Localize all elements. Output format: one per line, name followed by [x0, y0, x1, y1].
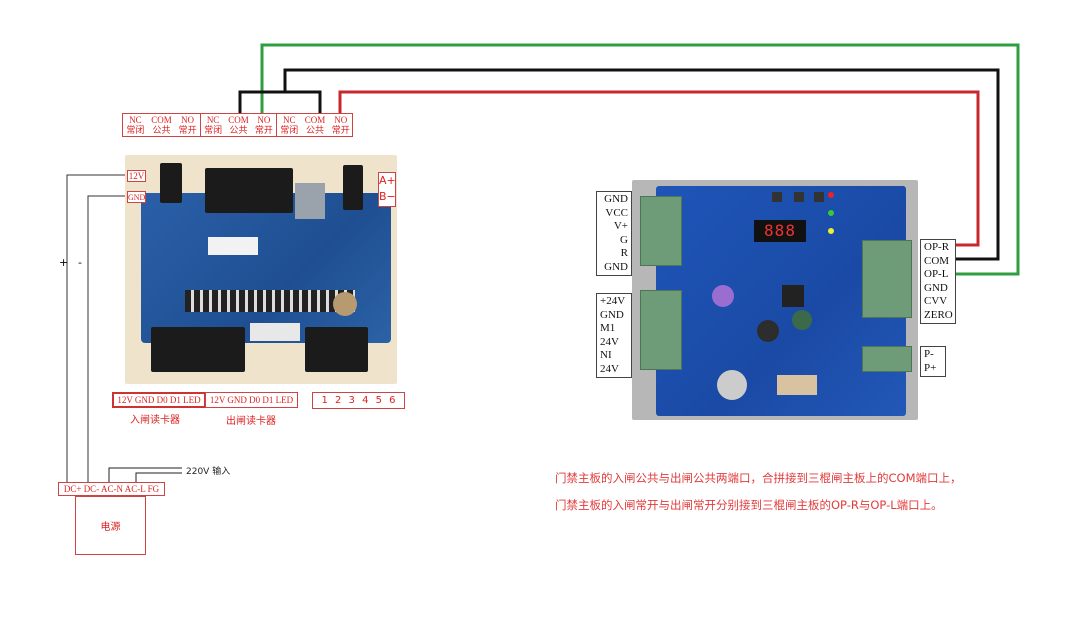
term-en: NC — [282, 115, 296, 125]
term-cn: 公共 — [305, 125, 324, 135]
term-en: COM — [151, 115, 172, 125]
power-supply-terminals: DC+ DC- AC-N AC-L FG — [58, 482, 165, 496]
term-en: COM — [304, 115, 326, 125]
positive-wire — [66, 174, 128, 487]
pin-label: GND — [604, 260, 628, 273]
red-wire — [338, 90, 980, 247]
pin-label: GND — [600, 308, 624, 321]
pin-label: P- — [924, 348, 934, 360]
turnstile-board-photo: 888 — [632, 180, 918, 420]
term-cn: 常闭 — [204, 125, 223, 135]
pin-label: 24V — [600, 335, 619, 348]
pin-label: GND — [924, 281, 948, 294]
term-cn: 常开 — [331, 125, 350, 135]
pin-label-op-l: OP-L — [924, 268, 949, 280]
pin-label: ZERO — [924, 308, 953, 321]
reader-in-caption: 入闸读卡器 — [130, 415, 180, 426]
turnstile-left-top-labels: GND VCC V+ G R GND — [596, 191, 632, 276]
power-label-gnd: GND — [127, 191, 146, 203]
term-cn: 公共 — [152, 125, 171, 135]
term-en: NC — [206, 115, 220, 125]
turnstile-right-labels: OP-R COM OP-L GND CVV ZERO — [920, 239, 956, 324]
pin-label-op-r: OP-R — [924, 241, 950, 253]
turnstile-left-bottom-labels: +24V GND M1 24V NI 24V — [596, 293, 632, 378]
rs485-label: A+ B− — [378, 172, 396, 207]
pin-label: R — [620, 247, 628, 259]
term-en: COM — [228, 115, 249, 125]
pin-label: 24V — [600, 362, 619, 375]
rs485-a: A+ — [379, 174, 396, 187]
term-en: NO — [181, 115, 195, 125]
green-wire — [260, 43, 1020, 276]
reader-out-pins: 12V GND D0 D1 LED — [205, 392, 298, 408]
pin-label: NI — [600, 349, 612, 361]
pin-label: GND — [604, 193, 628, 205]
power-supply-box: 电源 — [75, 496, 146, 555]
reader-in-pins: 12V GND D0 D1 LED — [112, 392, 206, 408]
term-cn: 常闭 — [280, 125, 299, 135]
black-wire — [283, 68, 1000, 261]
access-control-board-photo — [125, 155, 397, 384]
minus-sign: - — [78, 256, 82, 269]
pin-label: VCC — [605, 206, 628, 219]
term-cn: 常开 — [178, 125, 197, 135]
note-line-2: 门禁主板的入闸常开与出闸常开分别接到三棍闸主板的OP-R与OP-L端口上。 — [555, 498, 943, 512]
pin-label: V+ — [613, 220, 628, 232]
turnstile-p-labels: P- P+ — [920, 346, 946, 377]
aux-pins: 1 2 3 4 5 6 — [312, 392, 405, 409]
pin-label-com: COM — [924, 254, 950, 267]
pin-label: P+ — [924, 361, 937, 374]
black-wire-bridge — [238, 90, 322, 113]
term-cn: 常闭 — [126, 125, 145, 135]
seven-segment-display: 888 — [754, 220, 806, 242]
pin-label: +24V — [600, 295, 626, 307]
pin-label: CVV — [924, 295, 948, 307]
term-en: NC — [129, 115, 142, 125]
negative-wire — [87, 195, 128, 487]
term-en: NO — [257, 115, 271, 125]
term-cn: 公共 — [229, 125, 248, 135]
term-en: NO — [334, 115, 348, 125]
note-line-1: 门禁主板的入闸公共与出闸公共两端口，合拼接到三棍闸主板上的COM端口上， — [555, 471, 962, 485]
power-label-12v: 12V — [127, 170, 146, 182]
ac-input-label: 220V 输入 — [186, 467, 231, 477]
plus-sign: + — [59, 256, 69, 269]
ac-n-wire — [108, 467, 182, 487]
rs485-b: B− — [379, 190, 396, 203]
reader-out-caption: 出闸读卡器 — [226, 416, 276, 427]
power-supply-label: 电源 — [100, 522, 121, 533]
pin-label: M1 — [600, 322, 616, 334]
pin-label: G — [620, 233, 628, 246]
term-cn: 常开 — [254, 125, 273, 135]
